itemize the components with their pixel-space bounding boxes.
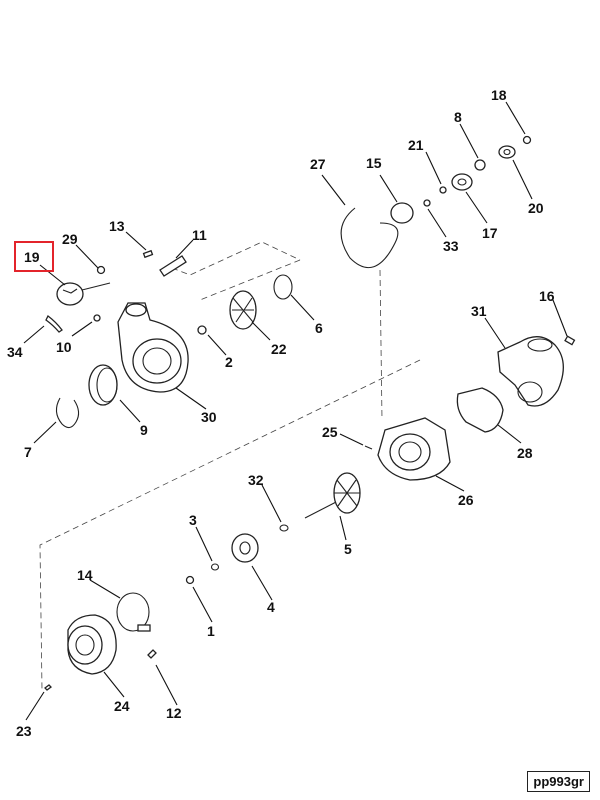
part-5-turbine-shaft [304,472,361,519]
part-22-compressor-wheel [229,290,257,330]
callout-14: 14 [77,567,93,583]
part-24-bearing-housing [67,614,117,675]
part-4-backplate [231,533,259,563]
callout-32: 32 [248,472,264,488]
callout-8: 8 [454,109,462,125]
part-20-collar [498,145,516,159]
callout-23: 23 [16,723,32,739]
part-3-ring [210,563,220,571]
part-26-turbine-housing [377,417,451,481]
callout-25: 25 [322,424,338,440]
callout-20: 20 [528,200,544,216]
figure-code-label: pp993gr [527,771,590,792]
callout-16: 16 [539,288,555,304]
part-8-washer [474,159,486,171]
parts [44,135,576,691]
part-19-actuator [56,282,111,306]
callout-1: 1 [207,623,215,639]
callout-22: 22 [271,341,287,357]
part-27-retaining-ring [340,207,399,268]
part-18-nut [522,135,532,145]
part-15-plate [390,202,414,224]
part-17-bearing [451,173,473,191]
callout-27: 27 [310,156,326,172]
callout-33: 33 [443,238,459,254]
callout-29: 29 [62,231,78,247]
callout-5: 5 [344,541,352,557]
callout-4: 4 [267,599,275,615]
callout-11: 11 [192,227,207,243]
callout-21: 21 [408,137,424,153]
callout-34: 34 [7,344,23,360]
callout-10: 10 [56,339,72,355]
part-1-nut [185,575,195,585]
part-28-gasket [456,387,504,433]
callout-9: 9 [140,422,148,438]
part-16-bolt [564,335,576,346]
callout-26: 26 [458,492,474,508]
part-31-elbow [497,336,564,407]
callout-2: 2 [225,354,233,370]
callout-highlight-box [14,241,54,272]
part-6-ring [273,274,293,300]
part-9-ring [88,364,118,406]
part-32-ring [279,524,289,532]
part-23-screw [44,684,52,691]
callout-12: 12 [166,705,182,721]
leader-lines [23,101,568,721]
part-11-link [159,255,187,277]
callout-31: 31 [471,303,487,319]
callout-17: 17 [482,225,498,241]
part-21-washer [439,186,447,194]
part-13-pin [142,249,154,259]
callout-7: 7 [24,444,32,460]
part-34-clip [45,315,63,333]
part-12-screw [147,649,157,659]
part-25-pin [364,445,373,450]
callout-19: 19 [24,249,40,265]
callout-24: 24 [114,698,130,714]
callout-28: 28 [517,445,533,461]
callout-6: 6 [315,320,323,336]
part-33-ring [423,199,431,207]
callout-18: 18 [491,87,507,103]
part-29-nut [96,265,106,275]
part-10-nut [93,314,101,322]
part-7-snap-ring [55,397,80,429]
assembly-guide-lines [39,241,421,691]
callout-3: 3 [189,512,197,528]
callout-30: 30 [201,409,217,425]
callout-15: 15 [366,155,382,171]
callout-13: 13 [109,218,125,234]
part-2-nut [197,325,207,335]
part-14-clamp [116,592,151,632]
callouts: 1 2 3 4 5 6 7 8 9 10 11 12 13 14 15 16 1… [7,87,555,739]
part-30-compressor-housing [117,302,189,393]
